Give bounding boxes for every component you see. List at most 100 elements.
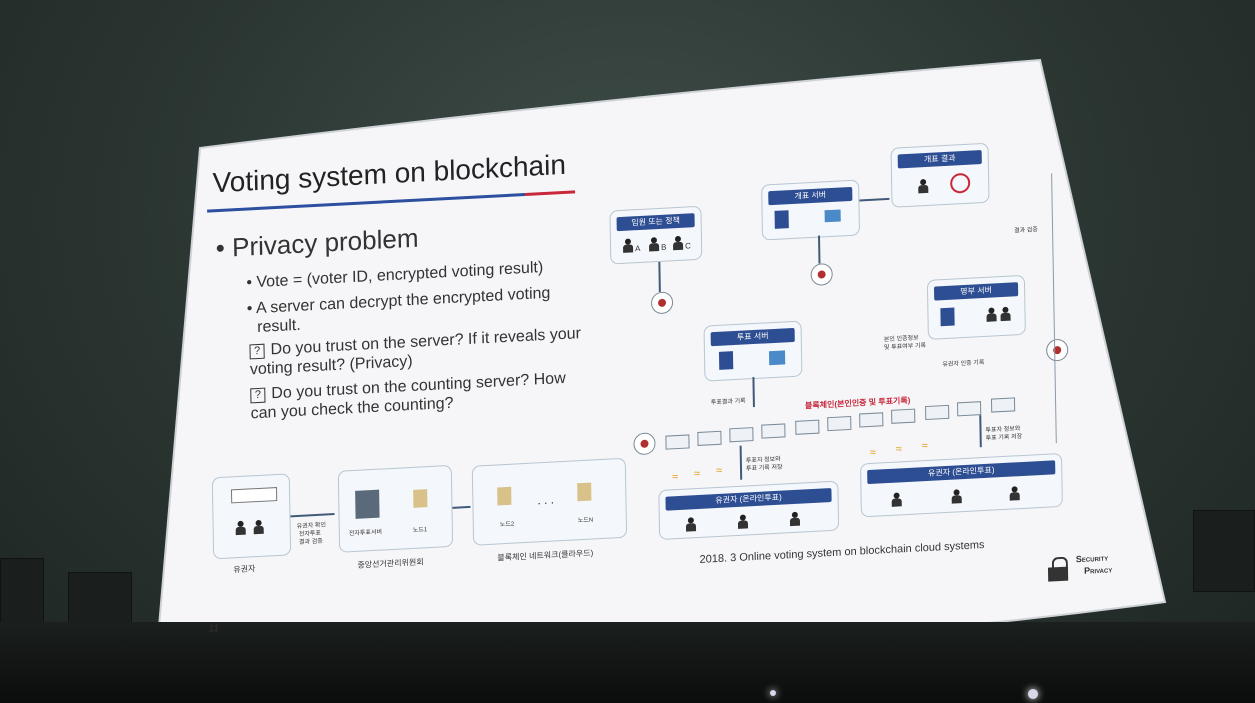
- online-voter-box-2: 유권자 (온라인투표): [860, 452, 1063, 518]
- wifi-icon: ≈: [693, 467, 701, 481]
- stage-area: [0, 622, 1255, 703]
- online-voter-icon: [790, 512, 800, 527]
- online-voter-title-2: 유권자 (온라인투표): [867, 460, 1056, 485]
- voter2-to-chain-arrow: [979, 415, 982, 448]
- diagram-caption: 2018. 3 Online voting system on blockcha…: [699, 538, 985, 566]
- online-voter-icon: [738, 514, 748, 529]
- voter-person-icon: [254, 520, 264, 535]
- node-dots: . . .: [537, 492, 555, 508]
- network-link: [452, 505, 471, 509]
- voter-to-chain-arrow: [739, 445, 743, 480]
- node2-server-icon: [497, 486, 512, 506]
- voter-box: [211, 473, 292, 560]
- stage-light: [770, 690, 776, 696]
- wifi-icon: ≈: [715, 464, 723, 478]
- roster-people-icon: [1000, 307, 1010, 322]
- right-speaker: [1193, 510, 1255, 592]
- counting-server-icon: [774, 210, 789, 229]
- auth-record-label: 유권자 인증 기록: [942, 359, 985, 369]
- verify-label: 결과 검증: [1014, 227, 1038, 235]
- key-pin-icon: [650, 291, 674, 315]
- candidates-box: 임원 또는 정책 A B C: [609, 205, 703, 265]
- online-voter-icon: [892, 492, 902, 507]
- chain-block: [697, 430, 722, 446]
- node1-label: 노드1: [412, 527, 428, 534]
- online-voter-icon: [1010, 486, 1020, 501]
- voter-info-2: 투표 기록 저장: [745, 464, 783, 473]
- slide-title: Voting system on blockchain: [212, 148, 567, 199]
- voting-server-rack-icon: [718, 351, 734, 370]
- verify-line: [1051, 173, 1057, 444]
- wifi-icon: ≈: [672, 471, 679, 484]
- candidate-b-label: B: [661, 242, 667, 252]
- logo-security: Security: [1075, 552, 1109, 565]
- chain-block: [665, 434, 690, 450]
- auth-label-2: 및 투표여부 기록: [883, 343, 927, 352]
- left-speaker: [0, 558, 44, 630]
- wifi-icon: ≈: [869, 446, 876, 459]
- network-label: 블록체인 네트워크(클라우드): [497, 548, 594, 563]
- wifi-icon: ≈: [921, 439, 928, 453]
- result-box: 개표 결과: [890, 142, 990, 208]
- candidate-a-icon: [623, 238, 633, 253]
- question-mark-icon: ?: [249, 343, 265, 360]
- candidate-a-label: A: [635, 243, 641, 254]
- chain-block: [729, 427, 754, 443]
- device-icons: [230, 487, 278, 504]
- sub-bullet-2-line2: result.: [257, 316, 301, 337]
- question-mark-icon: ?: [250, 387, 266, 404]
- chain-block: [795, 419, 820, 435]
- voting-box-icon: [768, 350, 786, 366]
- nodeN-label: 노드N: [577, 517, 594, 525]
- candidate-c-label: C: [685, 241, 691, 251]
- counting-server-icon-2: [824, 209, 841, 223]
- roster-server-title: 명부 서버: [933, 282, 1019, 301]
- chain-block: [925, 404, 950, 421]
- to-candidates-arrow: [658, 261, 661, 292]
- record-label: 투표결과 기록: [710, 398, 746, 407]
- online-voter-icon: [952, 489, 962, 504]
- network-box: . . . 노드2 노드N: [471, 457, 628, 546]
- slide-content: Voting system on blockchain • Privacy pr…: [200, 98, 1159, 655]
- voting-server-icon: [355, 489, 380, 519]
- voter-info-4: 투표 기록 저장: [985, 433, 1023, 442]
- candidates-title: 임원 또는 정책: [616, 213, 695, 232]
- online-voter-icon: [686, 517, 696, 532]
- logo-privacy: Privacy: [1083, 564, 1113, 576]
- official-icon: [918, 179, 928, 194]
- chain-key-pin-icon: [633, 432, 656, 456]
- node1-server-icon: [413, 489, 428, 508]
- nec-label: 중앙선거관리위원회: [357, 557, 424, 570]
- title-underline-accent: [525, 190, 576, 196]
- question-2: ?Do you trust on the counting server? Ho…: [250, 369, 566, 423]
- counting-server-title: 개표 서버: [768, 186, 853, 206]
- roster-server-icon: [940, 307, 955, 327]
- online-voter-title-1: 유권자 (온라인투표): [665, 487, 832, 511]
- result-title: 개표 결과: [897, 150, 982, 169]
- nec-box: [337, 464, 454, 553]
- key-pin-icon: [810, 262, 833, 287]
- candidate-b-icon: [649, 237, 659, 252]
- lock-body: [1047, 566, 1069, 582]
- roster-server-box: 명부 서버: [926, 274, 1026, 340]
- main-bullet-text: Privacy problem: [231, 222, 419, 263]
- seal-icon: [950, 172, 971, 194]
- lock-logo-icon: [1047, 556, 1069, 582]
- record-arrow: [752, 377, 755, 408]
- chain-block: [957, 401, 982, 417]
- to-counting-arrow: [818, 235, 821, 264]
- candidate-c-icon: [673, 236, 683, 251]
- wifi-icon: ≈: [895, 443, 902, 456]
- voter-person-icon: [236, 521, 246, 536]
- roster-key-pin-icon: [1045, 338, 1069, 362]
- page-number: 11: [208, 623, 219, 635]
- online-voter-box-1: 유권자 (온라인투표): [658, 480, 840, 541]
- chain-block: [761, 423, 786, 439]
- to-result-arrow: [859, 197, 890, 202]
- voting-server-box: 투표 서버: [703, 320, 803, 382]
- voting-server-title: 투표 서버: [710, 327, 795, 347]
- stage-light: [1028, 689, 1038, 699]
- node2-label: 노드2: [499, 521, 515, 529]
- voter-link-label3: 결과 검증: [298, 538, 323, 546]
- chain-block: [859, 412, 884, 428]
